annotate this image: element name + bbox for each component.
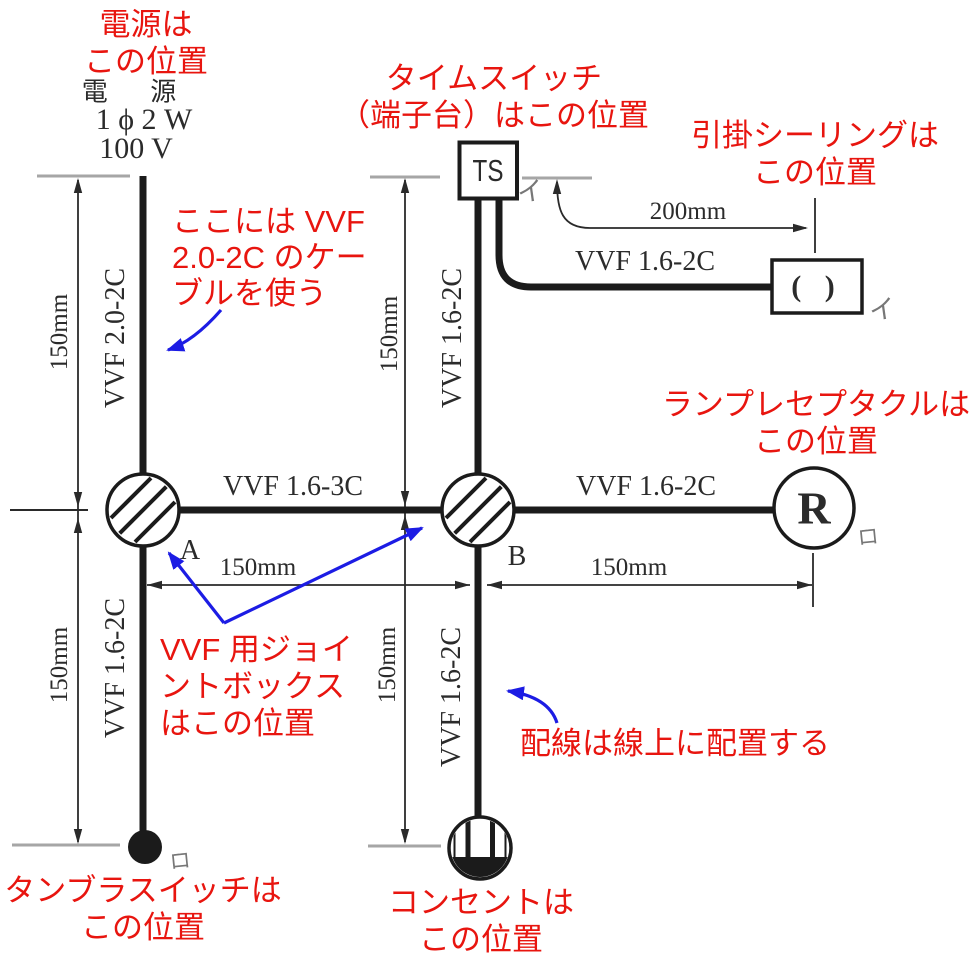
power-source-title: 電 源 [81,77,195,107]
time-switch-label: TS [472,153,504,188]
cable-label-power-drop: VVF 2.0-2C [100,267,131,409]
note-line: この位置 [419,922,543,957]
note-line: ブルを使う [172,276,327,311]
note-line: 引掛シーリングは [691,118,939,153]
cable-label-ts-drop: VVF 1.6-2C [437,267,468,409]
arrow-to-vvf20-cable [166,308,223,352]
joint-box-a-symbol [105,472,181,548]
note-outlet-location: コンセントは この位置 [388,884,574,958]
note-line: ここには VVF [172,204,365,239]
note-ceiling-location: 引掛シーリングは この位置 [691,117,939,191]
cable-label-b-outlet: VVF 1.6-2C [436,626,467,768]
lamp-receptacle-symbol [772,466,856,550]
ceiling-rose-symbol [770,258,864,315]
circuit-mark-i-ceiling: イ [867,293,898,327]
note-switch-location: タンブラスイッチは この位置 [4,872,281,946]
time-switch-symbol [457,140,519,201]
gray-ticks [12,174,592,848]
note-joint-box-location: VVF 用ジョイ ントボックス はこの位置 [160,631,353,742]
note-lamp-location: ランプレセプタクルは この位置 [662,386,970,460]
note-line: 配線は線上に配置する [520,726,830,761]
cable-label-a-switch: VVF 1.6-2C [100,597,131,739]
note-line: ランプレセプタクルは [661,387,971,422]
note-line: （端子台）はこの位置 [339,98,649,133]
cable-label-ts-ceiling: VVF 1.6-2C [574,246,716,277]
note-time-switch-location: タイムスイッチ （端子台）はこの位置 [339,60,649,134]
note-line: タイムスイッチ [385,61,603,96]
dim-mid-top: 150mm [376,295,403,373]
note-line: この位置 [753,424,878,459]
arrow-to-wiring-line [506,686,559,724]
outlet-symbol [447,815,513,881]
joint-b-label: B [507,541,527,572]
note-vvf20-cable: ここには VVF 2.0-2C のケー ブルを使う [172,204,367,312]
cable-label-b-r: VVF 1.6-2C [575,471,717,502]
dim-ceiling-offset: 200mm [649,198,727,225]
power-source-spec: 1 ϕ 2 W [95,103,193,136]
ceiling-rose-glyph: ( ) [791,270,843,303]
cables [139,176,778,834]
note-line: この位置 [753,155,877,190]
circuit-mark-i-ts: イ [515,175,546,209]
note-line: 2.0-2C のケー [172,240,367,275]
note-line: はこの位置 [160,706,315,741]
note-line: タンブラスイッチは [4,873,282,908]
power-source-voltage: 100 V [99,132,173,165]
note-line: VVF 用ジョイ [160,632,353,667]
dim-a-b: 150mm [219,554,297,581]
joint-a-label: A [179,535,201,566]
note-line: 電源は [99,7,193,42]
cable-label-a-b: VVF 1.6-3C [222,471,364,502]
note-power-location: 電源は この位置 [84,6,208,80]
blue-annotation-arrows [166,308,559,724]
note-line: コンセントは [388,885,574,920]
note-line: この位置 [84,44,208,79]
device-symbols [105,140,864,881]
note-wiring-on-line: 配線は線上に配置する [520,725,830,762]
dim-left-bottom: 150mm [46,626,73,704]
joint-box-b-symbol [440,472,516,548]
arrow-to-joint-a [167,551,226,624]
dim-b-r: 150mm [590,554,668,581]
dim-mid-bottom: 150mm [374,626,401,704]
circuit-mark-ro-receptacle: ロ [856,523,880,551]
note-line: この位置 [80,910,205,945]
note-line: ントボックス [160,669,346,704]
circuit-mark-ro-switch: ロ [168,847,192,875]
tumbler-switch-symbol [128,830,162,864]
dimension-arrowheads [73,178,812,844]
dim-left-top: 150mm [46,293,73,371]
arrow-to-joint-b [223,526,424,625]
receptacle-letter: R [797,482,831,534]
